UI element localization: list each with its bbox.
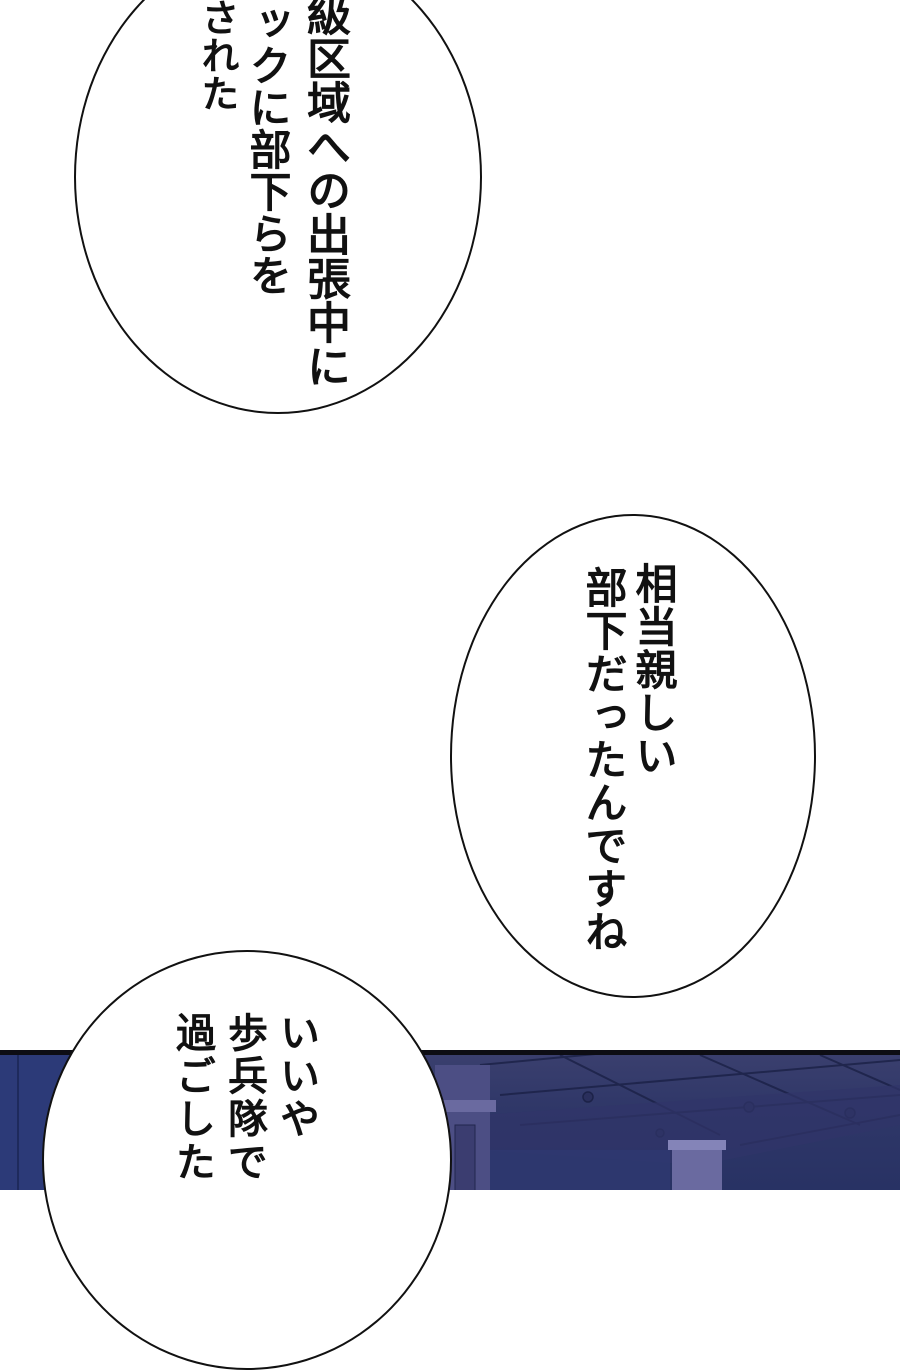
bubble-1-line-1: 級区域への出張中に (299, 0, 350, 388)
bubble-2-line-2: 部下だったんですね (579, 566, 628, 953)
speech-bubble-1 (74, 0, 482, 414)
bubble-2-line-1: 相当親しい (629, 562, 678, 777)
bubble-3-line-2: 歩兵隊で (221, 1012, 267, 1184)
bubble-3-line-3: 過ごした (169, 1012, 215, 1184)
speech-bubble-2 (450, 514, 816, 998)
bubble-1-line-3: された (195, 0, 239, 112)
bubble-3-line-1: いいや (273, 1012, 319, 1141)
bubble-1-line-2: ックに部下らを (243, 2, 292, 296)
